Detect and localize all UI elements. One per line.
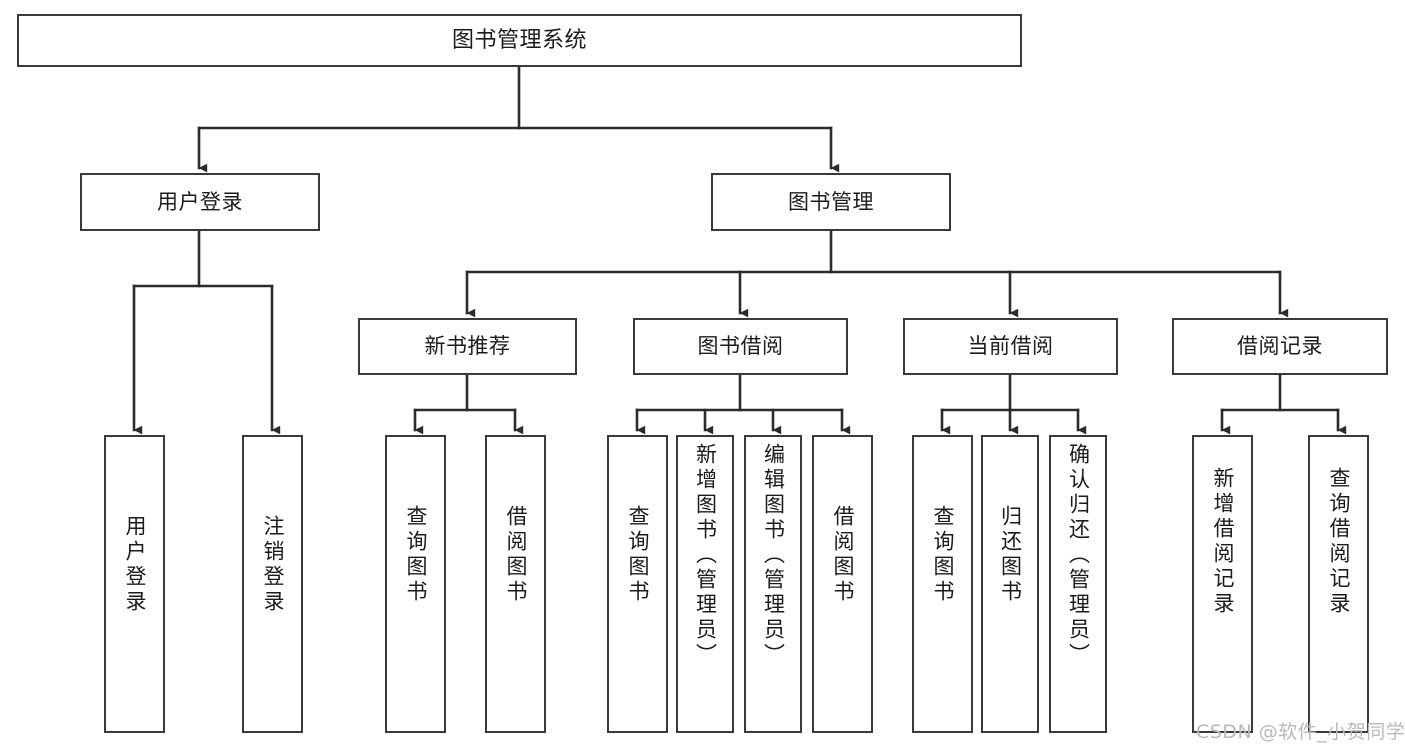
node-label: 图书管理 (788, 189, 874, 214)
node-label: 借阅记录 (1237, 334, 1323, 359)
node-leaf-confirm-return[interactable]: 确认归还（管理员） (1049, 435, 1107, 733)
node-label: 新增图书（管理员） (693, 443, 718, 668)
node-current-borrow[interactable]: 当前借阅 (903, 318, 1118, 375)
node-leaf-query-book-borrow[interactable]: 查询图书 (607, 435, 668, 733)
node-label: 查询图书 (931, 505, 955, 605)
node-leaf-user-logout[interactable]: 注销登录 (242, 435, 303, 733)
node-root-system[interactable]: 图书管理系统 (17, 14, 1022, 67)
node-label: 图书管理系统 (451, 27, 587, 53)
node-label: 当前借阅 (967, 334, 1054, 359)
node-label: 用户登录 (157, 189, 243, 214)
node-label: 图书借阅 (697, 334, 784, 359)
node-leaf-add-borrow-record[interactable]: 新增借阅记录 (1192, 435, 1253, 733)
node-new-book-recommend[interactable]: 新书推荐 (358, 318, 577, 375)
node-leaf-add-book[interactable]: 新增图书（管理员） (676, 435, 734, 733)
node-label: 新书推荐 (424, 334, 511, 359)
node-label: 归还图书 (998, 505, 1023, 605)
node-leaf-user-login[interactable]: 用户登录 (104, 435, 165, 733)
node-label: 注销登录 (261, 515, 285, 615)
node-leaf-borrow-book[interactable]: 借阅图书 (812, 435, 873, 733)
node-label: 新增借阅记录 (1211, 467, 1235, 617)
watermark-text: CSDN @软件_小贺同学 (1196, 721, 1405, 743)
node-leaf-borrow-book-recommend[interactable]: 借阅图书 (485, 435, 546, 733)
node-book-borrow[interactable]: 图书借阅 (633, 318, 848, 375)
node-user-login[interactable]: 用户登录 (80, 173, 320, 231)
node-label: 编辑图书（管理员） (761, 443, 786, 668)
node-label: 确认归还（管理员） (1066, 443, 1091, 668)
node-book-manage[interactable]: 图书管理 (711, 173, 951, 231)
node-label: 查询借阅记录 (1327, 467, 1351, 617)
node-label: 借阅图书 (504, 505, 528, 605)
node-label: 查询图书 (626, 505, 650, 605)
node-leaf-query-book-recommend[interactable]: 查询图书 (385, 435, 446, 733)
node-leaf-edit-book[interactable]: 编辑图书（管理员） (744, 435, 802, 733)
node-label: 查询图书 (404, 505, 428, 605)
node-leaf-query-borrow-record[interactable]: 查询借阅记录 (1308, 435, 1369, 733)
node-label: 借阅图书 (831, 505, 855, 605)
node-leaf-query-book-current[interactable]: 查询图书 (912, 435, 973, 733)
node-borrow-record[interactable]: 借阅记录 (1172, 318, 1388, 375)
node-leaf-return-book[interactable]: 归还图书 (981, 435, 1039, 733)
node-label: 用户登录 (123, 515, 147, 615)
